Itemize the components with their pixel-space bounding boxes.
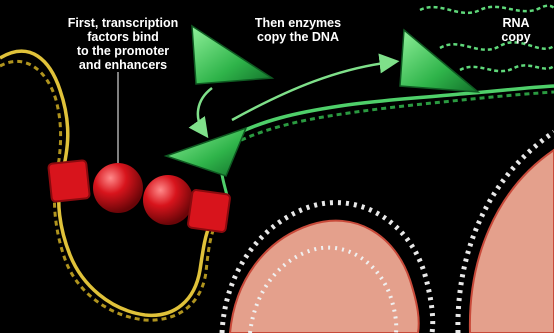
rna-copy-label: RNA copy	[492, 16, 540, 44]
red-ball-right	[143, 175, 193, 225]
tf-label-line-4: and enhancers	[48, 58, 198, 72]
enzymes-label: Then enzymes copy the DNA	[238, 16, 358, 44]
nucleosome-coil-left	[222, 203, 433, 333]
enzymes-label-line-2: copy the DNA	[238, 30, 358, 44]
rna-label-line-1: RNA	[492, 16, 540, 30]
tf-label-line-2: factors bind	[48, 30, 198, 44]
nucleosome-coil-right	[458, 132, 554, 333]
transcription-factors-label: First, transcription factors bind to the…	[48, 16, 198, 72]
red-block-right	[188, 190, 231, 233]
tf-label-line-3: to the promoter	[48, 44, 198, 58]
enzyme-bound	[166, 128, 246, 176]
rna-label-line-2: copy	[492, 30, 540, 44]
red-block-left	[48, 160, 90, 202]
arrow-down	[198, 88, 212, 132]
enzyme-right	[400, 30, 478, 92]
tf-label-line-1: First, transcription	[48, 16, 198, 30]
enzymes-label-line-1: Then enzymes	[238, 16, 358, 30]
transcription-factor-complex	[48, 160, 230, 232]
red-ball-left	[93, 163, 143, 213]
enzyme-shapes	[166, 26, 478, 176]
